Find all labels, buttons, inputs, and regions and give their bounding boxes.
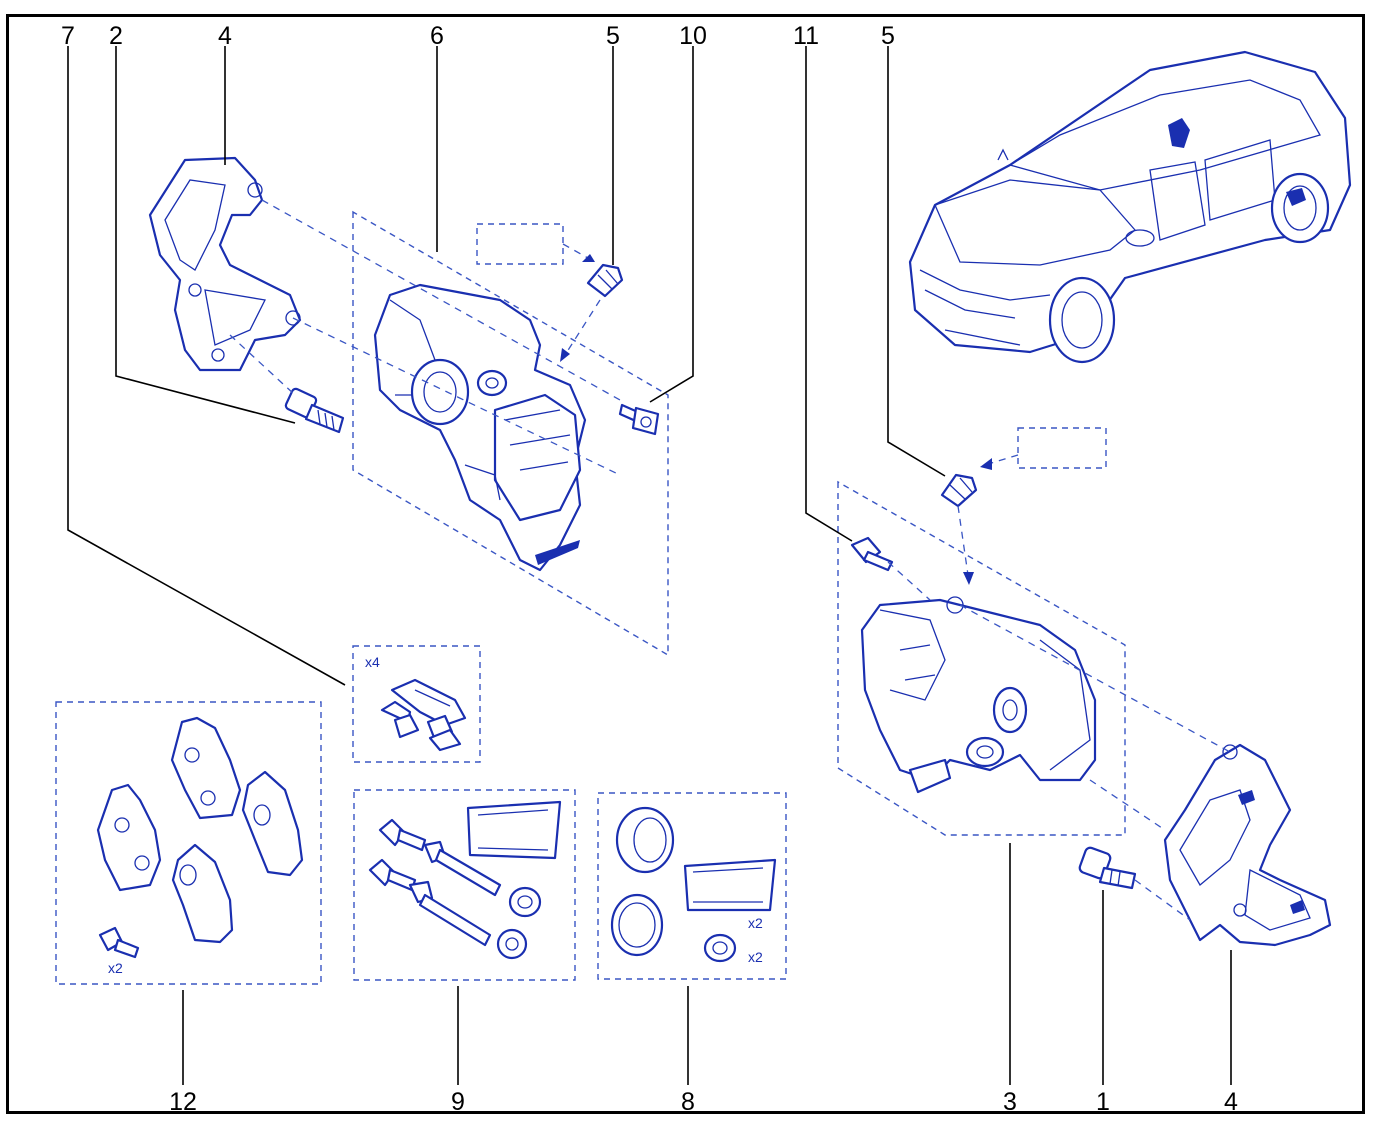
callout-6: 6 bbox=[430, 22, 444, 50]
bleed-valve-left bbox=[586, 263, 624, 298]
callout-2: 2 bbox=[109, 22, 123, 50]
callout-8: 8 bbox=[681, 1088, 695, 1116]
right-caliper-bracket bbox=[1163, 743, 1332, 947]
guide-bolt-right bbox=[850, 536, 894, 572]
callout-11: 11 bbox=[793, 22, 819, 50]
callout-5-right: 5 bbox=[881, 22, 895, 50]
guide-bolt-left bbox=[618, 403, 660, 436]
right-assembly-guides bbox=[837, 427, 1231, 921]
leader-lines bbox=[67, 46, 1232, 1085]
bracket-bolt-right bbox=[1078, 846, 1137, 890]
guide-pins-kit bbox=[353, 789, 576, 981]
clips-kit bbox=[352, 645, 481, 763]
seal-kit: x2 x2 bbox=[597, 792, 787, 980]
callout-3: 3 bbox=[1003, 1088, 1017, 1116]
car-illustration bbox=[908, 50, 1352, 364]
grease-quantity: x2 bbox=[748, 915, 763, 931]
diagram-frame bbox=[6, 14, 1365, 1114]
left-caliper-bracket bbox=[148, 156, 302, 372]
bleed-valve-right bbox=[940, 473, 978, 508]
callout-12: 12 bbox=[169, 1088, 197, 1116]
clips-quantity: x4 bbox=[365, 654, 380, 670]
callout-7: 7 bbox=[61, 22, 75, 50]
left-brake-caliper bbox=[373, 283, 587, 572]
boots-quantity: x2 bbox=[748, 949, 763, 965]
pad-bolts-quantity: x2 bbox=[108, 960, 123, 976]
callout-4-right: 4 bbox=[1224, 1088, 1238, 1116]
callout-5-top: 5 bbox=[606, 22, 620, 50]
callout-9: 9 bbox=[451, 1088, 465, 1116]
callout-4-left: 4 bbox=[218, 22, 232, 50]
right-brake-caliper bbox=[860, 596, 1097, 794]
callout-1: 1 bbox=[1096, 1088, 1110, 1116]
bracket-bolt-left bbox=[284, 387, 345, 434]
callout-10: 10 bbox=[679, 22, 707, 50]
left-assembly-guides bbox=[229, 199, 669, 657]
brake-pads-kit: x2 bbox=[55, 701, 322, 985]
